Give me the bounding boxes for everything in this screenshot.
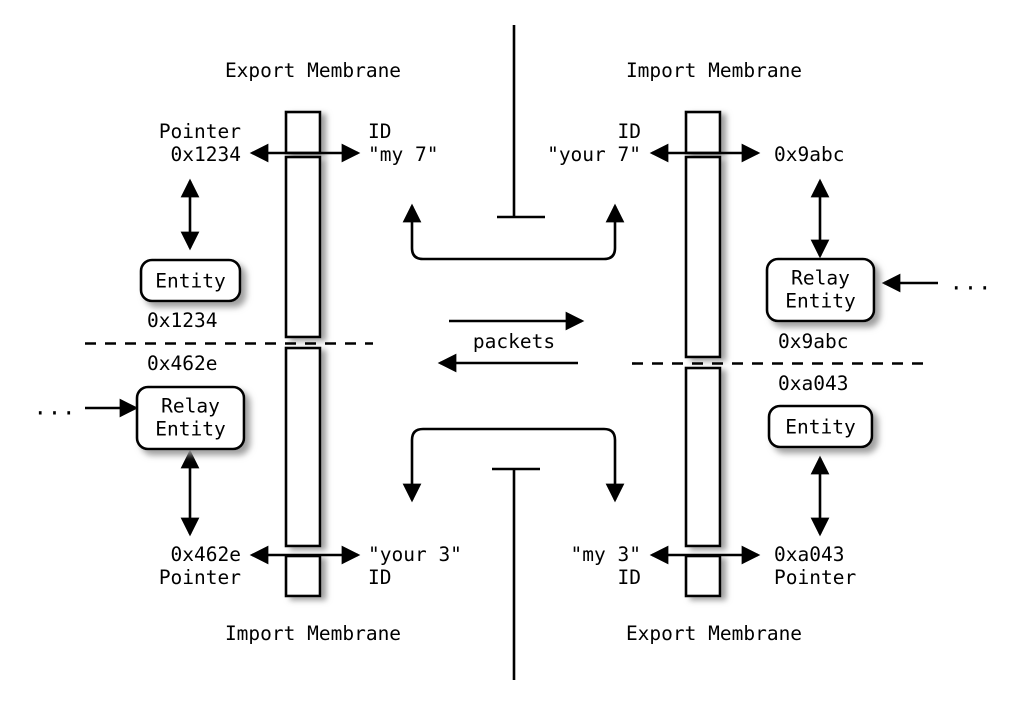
right-membrane-segment-top <box>684 110 722 155</box>
right-bottom-pointer-label: Pointer <box>774 566 857 589</box>
title-export-membrane-top-left: Export Membrane <box>224 59 402 82</box>
left-bottom-id-label: ID <box>368 566 392 589</box>
left-bottom-pointer-value: 0x462e <box>170 543 241 566</box>
right-bottom-id-label: ID <box>617 566 641 589</box>
right-bottom-pointer-value: 0xa043 <box>774 543 845 566</box>
top-id-link-path <box>402 203 625 261</box>
left-top-pointer-value: 0x1234 <box>170 143 241 166</box>
left-external-ellipsis: ... <box>33 395 77 421</box>
right-entity-box[interactable] <box>767 404 874 449</box>
left-top-id-value: "my 7" <box>368 143 439 166</box>
right-membrane-segment-upper <box>684 155 722 359</box>
bottom-id-link-path <box>402 427 625 503</box>
left-address-below-divider: 0x462e <box>147 352 218 375</box>
right-top-pointer-value: 0x9abc <box>774 143 845 166</box>
right-address-below-divider: 0xa043 <box>778 372 849 395</box>
left-membrane-stack <box>284 110 322 598</box>
right-relay-entity-box[interactable] <box>765 257 876 323</box>
left-entity-box[interactable] <box>139 258 242 303</box>
left-bottom-pointer-label: Pointer <box>158 566 241 589</box>
packets-label: packets <box>472 330 556 353</box>
left-bottom-id-value: "your 3" <box>368 543 462 566</box>
right-membrane-segment-lower <box>684 366 722 548</box>
right-external-ellipsis: ... <box>949 270 993 296</box>
left-address-above-divider: 0x1234 <box>147 309 218 332</box>
title-export-membrane-bottom-right: Export Membrane <box>625 622 803 645</box>
right-address-above-divider: 0x9abc <box>778 330 849 353</box>
title-import-membrane-bottom-left: Import Membrane <box>224 622 402 645</box>
top-center-stem <box>497 25 545 219</box>
left-membrane-segment-lower <box>284 346 322 548</box>
left-membrane-segment-bottom <box>284 554 322 598</box>
left-top-pointer-label: Pointer <box>158 120 241 143</box>
right-membrane-segment-bottom <box>684 554 722 598</box>
right-top-id-value: "your 7" <box>547 143 641 166</box>
left-top-id-label: ID <box>368 120 392 143</box>
right-bottom-id-value: "my 3" <box>570 543 641 566</box>
right-top-id-label: ID <box>617 120 641 143</box>
left-membrane-segment-upper <box>284 155 322 339</box>
title-import-membrane-top-right: Import Membrane <box>625 59 803 82</box>
bottom-center-stem <box>492 467 540 680</box>
left-relay-entity-box[interactable] <box>135 385 246 451</box>
right-membrane-stack <box>684 110 722 598</box>
left-membrane-segment-top <box>284 110 322 155</box>
